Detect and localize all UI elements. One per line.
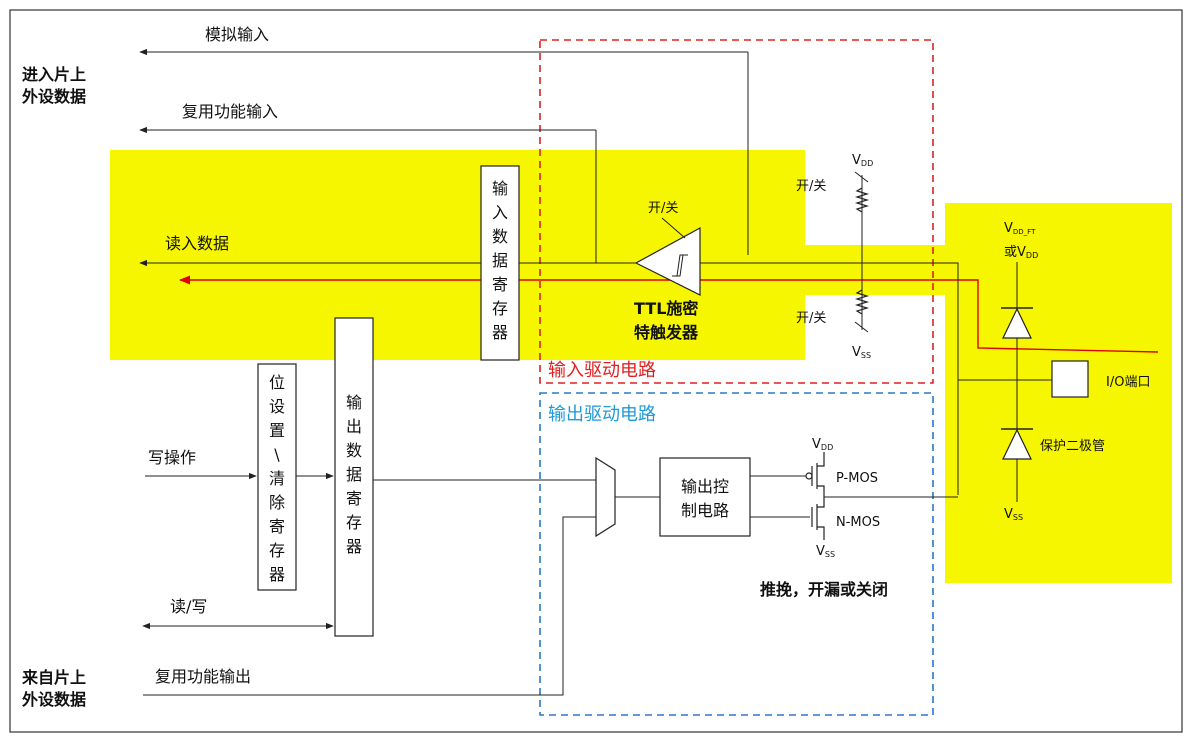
input-circuit-title: 输入驱动电路 — [548, 360, 656, 381]
output-ctrl-label-2: 制电路 — [681, 501, 729, 520]
pull-up-switch — [854, 171, 869, 183]
svg-text:存: 存 — [346, 513, 362, 532]
svg-text:寄: 寄 — [269, 517, 285, 536]
pull-up-vdd: VDD — [852, 153, 873, 168]
pull-down-on-off: 开/关 — [796, 311, 826, 326]
red-signal-path — [178, 275, 1159, 353]
io-port-label: I/O端口 — [1106, 375, 1150, 390]
write-op-label: 写操作 — [148, 448, 196, 467]
analog-input-label: 模拟输入 — [205, 25, 269, 44]
alt-output-line — [143, 516, 596, 696]
schmitt-trigger-icon — [634, 226, 701, 296]
svg-text:器: 器 — [492, 323, 508, 342]
bit-set-reset-register — [257, 363, 297, 591]
io-port-pin — [1051, 360, 1089, 398]
svg-text:位: 位 — [269, 373, 285, 392]
output-circuit-title: 输出驱动电路 — [548, 404, 656, 425]
ttl-label-1: TTL施密 — [634, 299, 698, 318]
highlight-left — [110, 150, 805, 360]
output-driver-box — [539, 392, 934, 716]
pull-up-resistor-icon — [854, 187, 870, 213]
outer-frame — [9, 9, 1183, 733]
input-to-pin-line — [700, 262, 959, 495]
svg-text:器: 器 — [346, 537, 362, 556]
output-register-text: 输 出 数 据 寄 存 器 — [346, 393, 362, 556]
svg-text:存: 存 — [492, 299, 508, 318]
svg-text:据: 据 — [492, 251, 508, 270]
input-driver-box — [539, 39, 934, 384]
svg-text:数: 数 — [346, 441, 362, 460]
svg-text:设: 设 — [269, 397, 285, 416]
svg-text:\: \ — [274, 445, 280, 464]
svg-text:器: 器 — [269, 565, 285, 584]
nmos-vss: VSS — [816, 544, 835, 559]
output-data-register — [334, 317, 374, 637]
bit-register-text: 位 设 置 \ 清 除 寄 存 器 — [269, 373, 285, 584]
hysteresis-icon — [672, 254, 688, 277]
read-data-label: 读入数据 — [165, 234, 229, 253]
highlight-mid — [800, 245, 950, 295]
svg-text:出: 出 — [346, 417, 362, 436]
to-peripheral-label-2: 外设数据 — [21, 87, 86, 106]
pull-down-switch — [854, 321, 869, 333]
from-peripheral-label-2: 外设数据 — [21, 690, 86, 709]
vdd-ft-label: VDD_FT — [1004, 221, 1036, 236]
svg-text:据: 据 — [346, 465, 362, 484]
lower-diode-icon — [1001, 428, 1033, 460]
pull-up-on-off: 开/关 — [796, 179, 826, 194]
svg-text:除: 除 — [269, 493, 285, 512]
svg-text:输: 输 — [346, 393, 362, 412]
trigger-enable-line — [661, 217, 686, 239]
pull-down-resistor-icon — [854, 289, 870, 315]
pull-down-vss: VSS — [852, 345, 871, 360]
protect-diode-label: 保护二极管 — [1040, 439, 1105, 454]
read-write-label: 读/写 — [170, 597, 207, 616]
or-vdd-label: 或VDD — [1004, 245, 1038, 260]
pmos-vdd: VDD — [812, 437, 833, 452]
svg-text:存: 存 — [269, 541, 285, 560]
ttl-label-2: 特触发器 — [634, 323, 699, 342]
input-register-text: 输 入 数 据 寄 存 器 — [492, 179, 508, 342]
from-peripheral-label-1: 来自片上 — [21, 668, 86, 687]
alt-output-label: 复用功能输出 — [155, 667, 251, 686]
upper-diode-icon — [1001, 307, 1033, 339]
vss-right-label: VSS — [1004, 507, 1023, 522]
alt-input-label: 复用功能输入 — [182, 102, 278, 121]
nmos-label: N-MOS — [836, 515, 880, 530]
pmos-label: P-MOS — [836, 471, 878, 486]
multiplexer-icon — [595, 456, 616, 538]
push-pull-label: 推挽，开漏或关闭 — [760, 580, 888, 599]
trigger-on-off-label: 开/关 — [648, 201, 678, 216]
input-data-register — [480, 165, 520, 361]
output-ctrl-label-1: 输出控 — [681, 477, 729, 496]
to-peripheral-label-1: 进入片上 — [22, 65, 86, 84]
svg-text:数: 数 — [492, 227, 508, 246]
output-control-circuit — [659, 457, 751, 537]
svg-text:寄: 寄 — [492, 275, 508, 294]
pmos-transistor-icon — [805, 452, 825, 497]
svg-text:寄: 寄 — [346, 489, 362, 508]
svg-text:入: 入 — [492, 203, 508, 222]
svg-text:输: 输 — [492, 179, 508, 198]
svg-text:置: 置 — [269, 421, 285, 440]
nmos-transistor-icon — [811, 497, 825, 540]
svg-text:清: 清 — [269, 469, 285, 488]
